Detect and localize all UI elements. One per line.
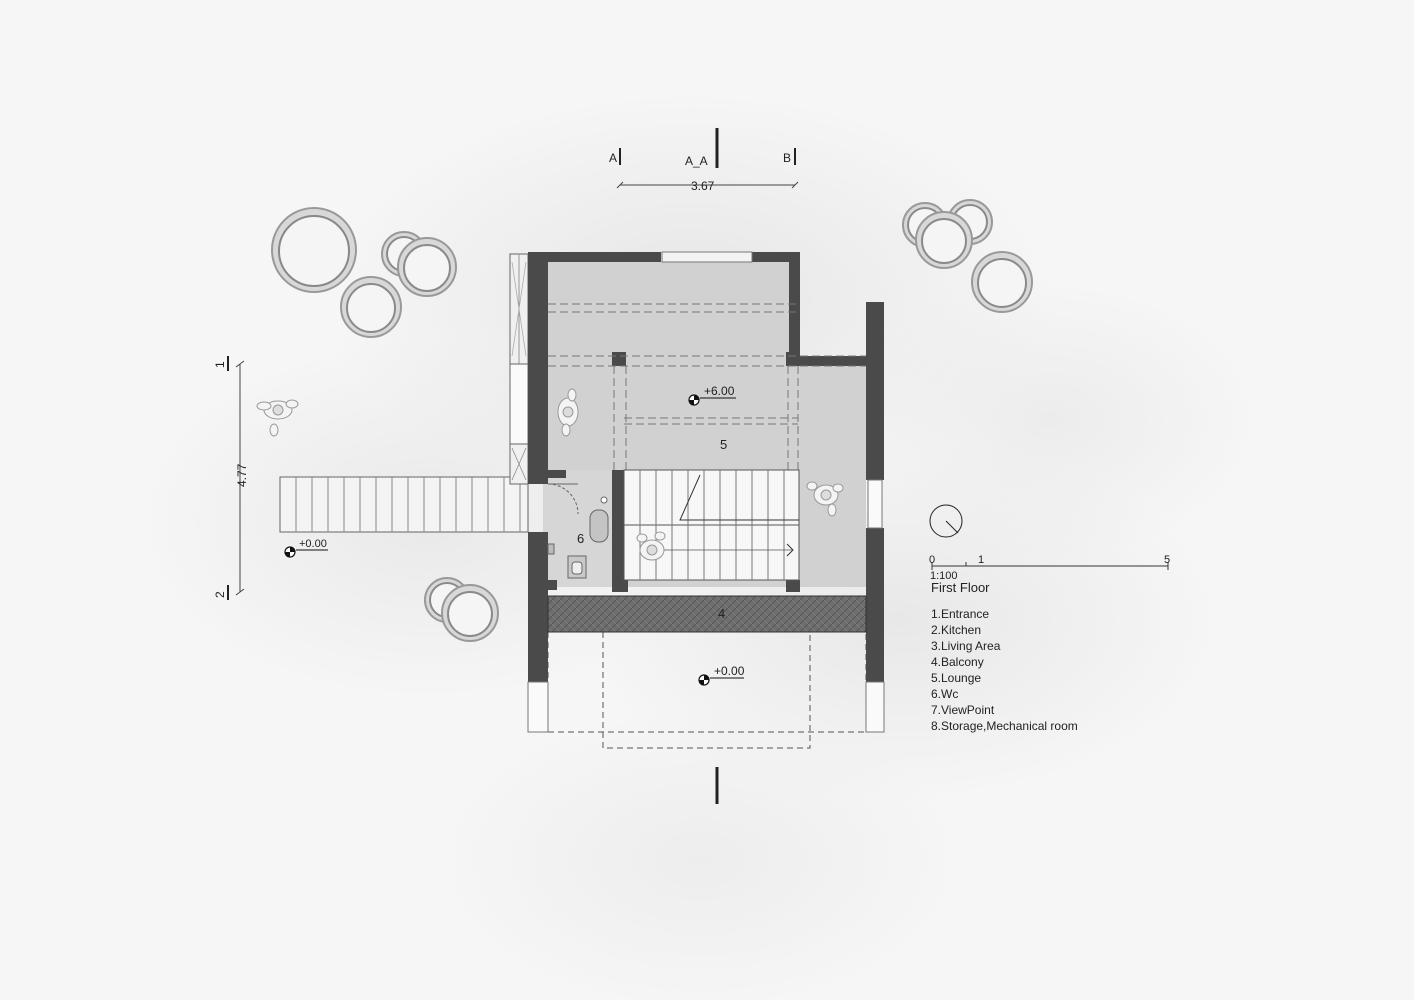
ground-outline bbox=[547, 632, 867, 749]
legend-item: 8.Storage,Mechanical room bbox=[931, 719, 1078, 733]
depth-dimension-value: 4.77 bbox=[235, 463, 249, 487]
scale-tick-5: 5 bbox=[1164, 554, 1170, 566]
scale-ratio: 1:100 bbox=[930, 570, 958, 582]
person-figure-right bbox=[806, 481, 844, 517]
scale-bar bbox=[931, 562, 1169, 570]
person-figure-stair bbox=[636, 531, 666, 561]
entrance-walkway bbox=[279, 476, 529, 533]
section-label-a: A bbox=[609, 151, 617, 165]
tree-cluster-left bbox=[381, 231, 457, 297]
section-name: A_A bbox=[685, 154, 708, 168]
left-facade-strip bbox=[509, 253, 529, 485]
tree-right-lower bbox=[971, 251, 1033, 313]
walls bbox=[528, 251, 884, 682]
wc-fixtures bbox=[547, 483, 609, 579]
level-marker-upper bbox=[688, 394, 736, 406]
legend-title: First Floor bbox=[931, 580, 990, 595]
room-number-balcony: 4 bbox=[718, 606, 725, 621]
legend-list: 1.Entrance 2.Kitchen 3.Living Area 4.Bal… bbox=[931, 607, 1078, 733]
room-number-wc: 6 bbox=[577, 531, 584, 546]
section-marker: A A_A B bbox=[609, 128, 796, 168]
tree-cluster-right bbox=[902, 199, 993, 269]
axis-dimension: 1 2 4.77 bbox=[213, 356, 249, 600]
trees bbox=[271, 199, 1033, 642]
tree-small-left bbox=[340, 276, 402, 338]
overhead-lines bbox=[548, 303, 866, 580]
legend-item: 5.Lounge bbox=[931, 671, 981, 685]
axis-label-1: 1 bbox=[213, 361, 227, 368]
section-label-b: B bbox=[783, 151, 791, 165]
person-figure-left bbox=[256, 399, 299, 437]
balcony bbox=[547, 595, 867, 633]
level-ground-bottom-value: +0.00 bbox=[714, 664, 745, 678]
level-upper-value: +6.00 bbox=[704, 384, 735, 398]
tree-large-left bbox=[271, 207, 357, 293]
wall-ends bbox=[527, 479, 885, 733]
legend-item: 3.Living Area bbox=[931, 639, 1001, 653]
legend-item: 2.Kitchen bbox=[931, 623, 981, 637]
level-ground-left-value: +0.00 bbox=[299, 538, 327, 550]
width-dimension-value: 3.67 bbox=[691, 179, 715, 193]
width-dimension bbox=[616, 181, 799, 189]
legend-item: 7.ViewPoint bbox=[931, 703, 995, 717]
scale-tick-1: 1 bbox=[978, 554, 984, 566]
room-number-lounge: 5 bbox=[720, 437, 727, 452]
legend-item: 6.Wc bbox=[931, 687, 958, 701]
north-arrow-icon bbox=[929, 504, 963, 538]
person-figure-upper bbox=[557, 388, 579, 437]
staircase bbox=[623, 469, 800, 581]
legend-item: 4.Balcony bbox=[931, 655, 984, 669]
axis-label-2: 2 bbox=[213, 591, 227, 598]
scale-tick-0: 0 bbox=[929, 554, 935, 566]
legend-item: 1.Entrance bbox=[931, 607, 989, 621]
level-marker-ground-left bbox=[284, 546, 328, 558]
level-marker-ground-bottom bbox=[698, 674, 744, 686]
tree-bottom-left bbox=[424, 577, 499, 642]
